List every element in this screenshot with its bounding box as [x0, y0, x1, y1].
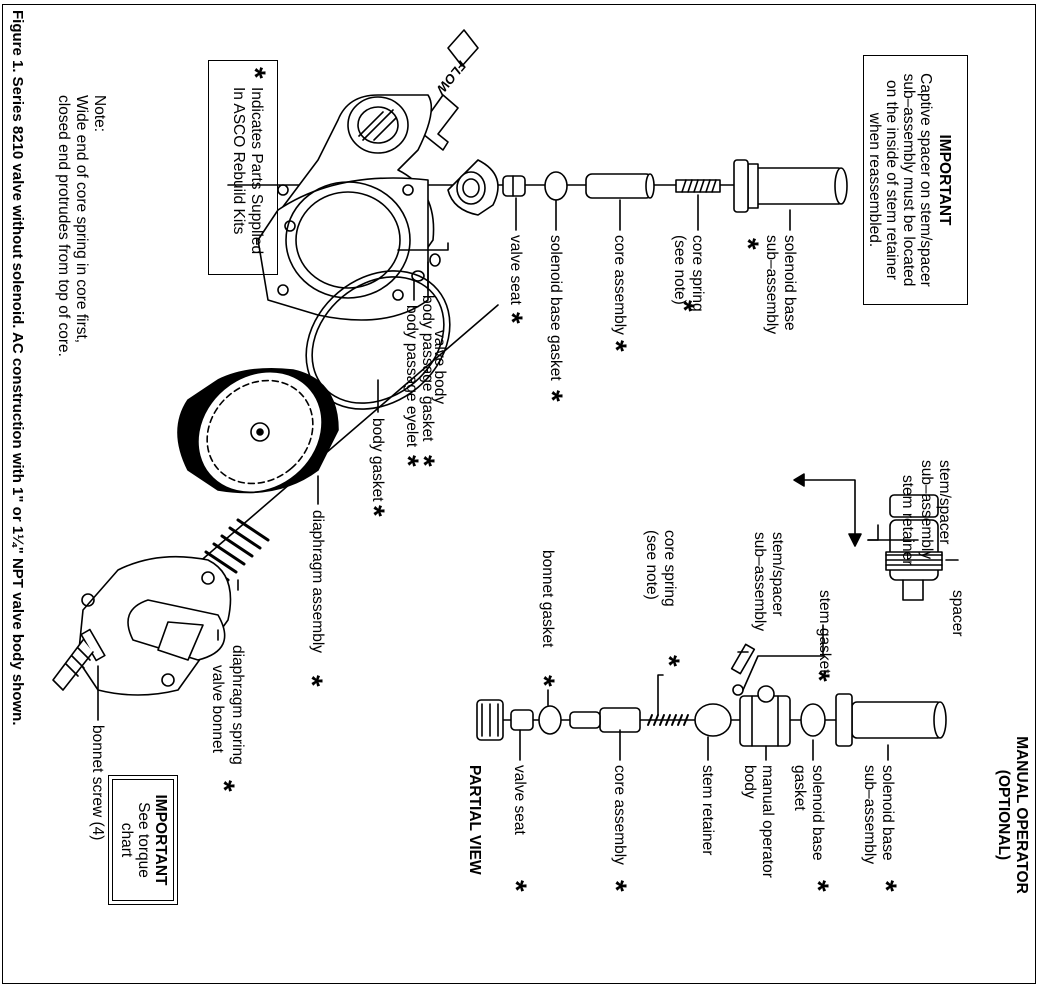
mo-stem-spacer-top-1: stem/spacer — [936, 460, 953, 545]
star-body-gasket: * — [357, 505, 390, 517]
core-note-line-1: Note: — [91, 95, 108, 133]
star-mo-core-spring: * — [652, 655, 685, 667]
mo-operator-body-1: manual operator — [759, 765, 776, 878]
label-solenoid-base-2: sub–assembly — [763, 235, 780, 335]
stem-gasket-part — [732, 684, 744, 696]
mo-solenoid-base-2: sub–assembly — [861, 765, 878, 865]
important-note-box: IMPORTANT Captive spacer on stem/spacer … — [863, 55, 968, 305]
mo-solenoid-base-gasket-2: gasket — [791, 765, 808, 811]
mo-stem-spacer-part — [730, 643, 756, 675]
mo-core-spring-2: (see note) — [643, 530, 660, 600]
label-body-gasket: body gasket — [369, 418, 386, 502]
label-valve-seat: valve seat — [507, 235, 524, 305]
mo-core-spring-1: core spring — [661, 530, 678, 607]
label-valve-bonnet: valve bonnet — [209, 665, 226, 753]
mo-body-part — [739, 685, 791, 747]
important-note-heading: IMPORTANT — [936, 134, 953, 226]
star-solenoid-base: * — [731, 238, 764, 250]
kit-legend-box: * Indicates Parts Supplied In ASCO Rebui… — [208, 60, 278, 275]
label-bonnet-screw: bonnet screw (4) — [89, 725, 106, 841]
mo-stem-spacer-2: sub–assembly — [751, 532, 768, 632]
torque-note-heading: IMPORTANT — [152, 794, 169, 886]
star-core-assembly: * — [599, 340, 632, 352]
star-mo-stem-gasket: * — [802, 670, 835, 682]
mo-valve-seat-part — [510, 709, 534, 731]
solenoid-base-part — [733, 159, 848, 213]
torque-note-box: IMPORTANT See torque chart — [108, 775, 178, 905]
mo-stem-retainer-part — [694, 703, 732, 737]
flow-arrow — [417, 29, 479, 151]
important-note-line-1: Captive spacer on stem/spacer — [917, 73, 934, 287]
mo-spacer-label: spacer — [949, 590, 966, 637]
star-mo-solenoid-base: * — [869, 880, 902, 892]
torque-note-line-2: chart — [118, 822, 135, 858]
valve-bonnet-part — [77, 555, 232, 696]
star-mo-valve-seat: * — [499, 880, 532, 892]
mo-solenoid-base-gasket-1: solenoid base — [809, 765, 826, 861]
kit-legend-line-2: In ASCO Rebuild Kits — [230, 87, 247, 235]
mo-bonnet-gasket-part — [538, 705, 562, 735]
kit-legend-line-1: Indicates Parts Supplied — [248, 87, 265, 255]
label-body-passage-gasket: body passage gasket — [419, 295, 436, 442]
mo-stem-gasket-label: stem gasket — [816, 590, 833, 674]
mo-bonnet-nut-part — [476, 699, 504, 741]
star-mo-bonnet-gasket: * — [527, 675, 560, 687]
mo-stem-retainer-top: stem retainer — [899, 475, 916, 566]
detail-arrowhead-1 — [793, 473, 805, 487]
stem-spacer-detail — [867, 494, 943, 601]
mo-stem-spacer-1: stem/spacer — [769, 532, 786, 617]
mo-stem-retainer-label: stem retainer — [699, 765, 716, 856]
mo-bonnet-gasket-label: bonnet gasket — [539, 550, 556, 648]
valve-body-part — [257, 94, 499, 321]
mo-core-spring-part — [647, 714, 689, 726]
solenoid-base-gasket-part — [544, 171, 568, 201]
diaphragm-assembly-part — [177, 367, 339, 494]
core-assembly-part — [585, 173, 655, 199]
star-mo-solenoid-base-gasket: * — [801, 880, 834, 892]
mo-solenoid-base-1: solenoid base — [879, 765, 896, 861]
mo-core-assembly-part — [569, 707, 641, 733]
label-solenoid-base-gasket: solenoid base gasket — [547, 235, 564, 381]
figure-caption: Figure 1. Series 8210 valve without sole… — [9, 10, 26, 726]
star-solenoid-base-gasket: * — [535, 390, 568, 402]
mo-solenoid-base-gasket-part — [800, 703, 826, 737]
important-note-line-4: when reassembled. — [866, 112, 883, 248]
label-diaphragm-spring: diaphragm spring — [229, 645, 246, 765]
mo-partial-view: PARTIAL VIEW — [466, 765, 483, 875]
core-note-line-2: Wide end of core spring in core first, — [73, 95, 90, 344]
star-valve-seat: * — [495, 312, 528, 324]
star-mo-core-assembly: * — [599, 880, 632, 892]
mo-solenoid-base-part — [835, 693, 947, 747]
important-note-line-2: sub–assembly must be located — [900, 73, 917, 287]
star-core-spring: * — [667, 300, 700, 312]
mo-title-2: (OPTIONAL) — [995, 769, 1012, 861]
kit-star: * — [238, 67, 271, 79]
star-body-passage-eyelet: * — [391, 455, 424, 467]
bonnet-screw-part — [52, 628, 106, 691]
torque-note-line-1: See torque — [135, 802, 152, 878]
label-core-assembly: core assembly — [611, 235, 628, 335]
label-core-spring-2: (see note) — [671, 235, 688, 305]
star-diaphragm-spring: * — [207, 780, 240, 792]
mo-operator-body-2: body — [741, 765, 758, 799]
mo-title-1: MANUAL OPERATOR — [1013, 736, 1030, 894]
leader-lines — [97, 194, 959, 761]
body-passage-gasket-part — [429, 253, 441, 267]
core-spring-part — [675, 179, 721, 193]
label-body-passage-eyelet: body passage eyelet — [403, 305, 420, 448]
mo-stem-spacer-top-2: sub–assembly — [918, 460, 935, 560]
valve-seat-part — [502, 175, 526, 197]
star-diaphragm-assembly: * — [295, 675, 328, 687]
important-note-line-3: on the inside of stem retainer — [883, 80, 900, 280]
detail-arrow — [797, 479, 856, 541]
label-diaphragm-assembly: diaphragm assembly — [309, 510, 326, 654]
core-note-line-3: closed end protrudes from top of core. — [55, 95, 72, 357]
detail-arrowhead-2 — [848, 533, 862, 547]
label-solenoid-base-1: solenoid base — [781, 235, 798, 331]
mo-core-assembly-label: core assembly — [611, 765, 628, 865]
mo-valve-seat-label: valve seat — [511, 765, 528, 835]
